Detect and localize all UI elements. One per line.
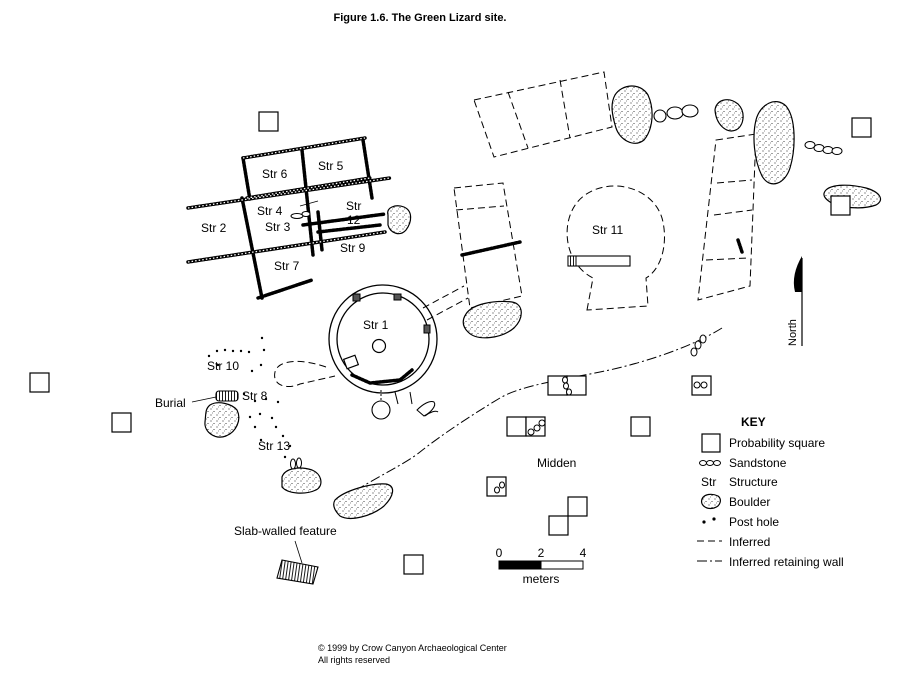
sandstone-icon xyxy=(699,460,721,466)
key-label-structure: Structure xyxy=(729,475,778,489)
sandstone-row xyxy=(804,141,843,155)
inferred-retaining-wall xyxy=(349,327,723,495)
room-block-walls xyxy=(186,136,392,300)
midden-label: Midden xyxy=(537,456,576,470)
boulder-icon xyxy=(701,493,721,510)
key-label-post-hole: Post hole xyxy=(729,515,779,529)
key-label-sandstone: Sandstone xyxy=(729,456,787,470)
small-boulder xyxy=(416,401,436,417)
sandstone-row xyxy=(690,334,707,357)
inferred-curve xyxy=(274,360,336,387)
north-label: North xyxy=(787,319,799,346)
post-hole-icon xyxy=(702,517,716,524)
slab-leader-line xyxy=(294,540,303,564)
str9-label: Str 9 xyxy=(340,241,366,255)
map-key: KEY Probability square Sandstone Str Str… xyxy=(697,415,844,569)
str10-label: Str 10 xyxy=(207,359,239,373)
str1-label: Str 1 xyxy=(363,318,389,332)
sandstone-block xyxy=(296,457,302,469)
str6-label: Str 6 xyxy=(262,167,288,181)
str8-label: Str 8 xyxy=(242,389,268,403)
sandstone-row xyxy=(653,104,699,123)
small-boulder-edge xyxy=(424,410,439,417)
sandstone-block xyxy=(290,213,304,219)
copyright-line-1: © 1999 by Crow Canyon Archaeological Cen… xyxy=(318,643,507,653)
burial-leader-line xyxy=(191,396,217,403)
structure-abbrev: Str xyxy=(701,475,716,489)
sandstone-wall xyxy=(736,238,744,254)
copyright-line-2: All rights reserved xyxy=(318,655,390,665)
sandstone-block xyxy=(301,211,311,217)
boulder xyxy=(753,101,795,185)
str4-label: Str 4 xyxy=(257,204,283,218)
inferred-rooms-north xyxy=(453,71,757,309)
str13-label: Str 13 xyxy=(258,439,290,453)
scale-tick-4: 4 xyxy=(580,546,587,560)
str2-label: Str 2 xyxy=(201,221,227,235)
probability-square-icon xyxy=(701,433,721,453)
boulder xyxy=(204,402,240,438)
sandstone-in-squares xyxy=(494,376,708,494)
key-heading: KEY xyxy=(741,415,766,429)
key-label-boulder: Boulder xyxy=(729,495,770,509)
key-label-retaining-wall: Inferred retaining wall xyxy=(729,555,844,569)
inferred-passage xyxy=(422,285,469,321)
str7-label: Str 7 xyxy=(274,259,300,273)
boulder xyxy=(281,467,322,494)
key-label-inferred: Inferred xyxy=(729,535,770,549)
probability-squares xyxy=(29,111,872,575)
scale-tick-0: 0 xyxy=(496,546,503,560)
burial-feature xyxy=(215,390,239,402)
str11-bench-end xyxy=(567,255,577,267)
scale-unit: meters xyxy=(523,572,560,586)
boulder xyxy=(611,85,653,144)
post-holes xyxy=(207,336,292,459)
boulder xyxy=(462,300,522,339)
str12-label-a: Str xyxy=(346,199,361,213)
boulder xyxy=(714,99,744,132)
str4-leader-line xyxy=(299,200,319,207)
str12-label-b: 12 xyxy=(347,213,361,227)
str11-label: Str 11 xyxy=(592,223,623,237)
str3-label: Str 3 xyxy=(265,220,291,234)
slab-walled-feature-label: Slab-walled feature xyxy=(234,524,337,538)
key-label-probability-square: Probability square xyxy=(729,436,825,450)
str11-outline xyxy=(566,185,665,311)
str1-kiva xyxy=(328,284,438,420)
slab-walled-feature xyxy=(276,559,319,585)
sandstone-wall xyxy=(460,240,522,257)
north-arrow xyxy=(793,256,803,346)
str11-bench xyxy=(567,255,631,267)
scale-tick-2: 2 xyxy=(538,546,545,560)
boulder xyxy=(387,205,412,235)
figure-title: Figure 1.6. The Green Lizard site. xyxy=(334,12,507,24)
scale-bar xyxy=(498,560,584,570)
boulder xyxy=(333,483,394,519)
sandstone-block xyxy=(290,458,296,470)
str5-label: Str 5 xyxy=(318,159,344,173)
burial-label: Burial xyxy=(155,396,186,410)
